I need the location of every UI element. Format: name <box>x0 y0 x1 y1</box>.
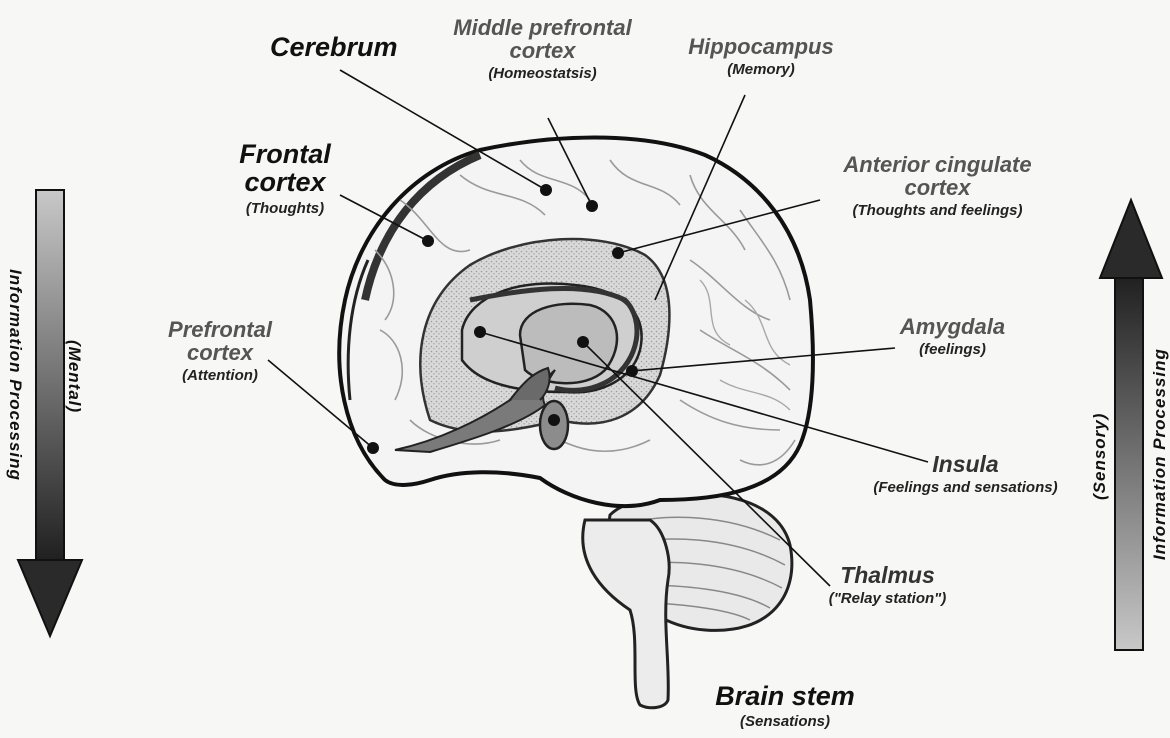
label-thalmus: Thalmus ("Relay station") <box>800 563 975 607</box>
label-anterior-cingulate-cortex: Anterior cingulate cortex (Thoughts and … <box>815 153 1060 219</box>
right-arrow-sublabel: (Sensory) <box>1090 413 1110 500</box>
label-insula: Insula (Feelings and sensations) <box>853 452 1078 496</box>
label-middle-prefrontal-cortex: Middle prefrontal cortex (Homeostatsis) <box>430 16 655 82</box>
label-prefrontal-cortex: Prefrontal cortex (Attention) <box>145 318 295 384</box>
left-arrow-sublabel: (Mental) <box>64 340 84 413</box>
label-amygdala: Amygdala (feelings) <box>880 315 1025 358</box>
label-frontal-cortex: Frontal cortex (Thoughts) <box>220 140 350 216</box>
left-arrow-label: Information Processing <box>5 269 25 481</box>
label-hippocampus: Hippocampus (Memory) <box>666 35 856 78</box>
brainstem-shape <box>583 520 669 708</box>
thalamus-shape <box>520 304 617 383</box>
label-brain-stem: Brain stem (Sensations) <box>690 682 880 730</box>
label-cerebrum: Cerebrum <box>270 33 398 61</box>
right-arrow-label: Information Processing <box>1150 348 1170 560</box>
